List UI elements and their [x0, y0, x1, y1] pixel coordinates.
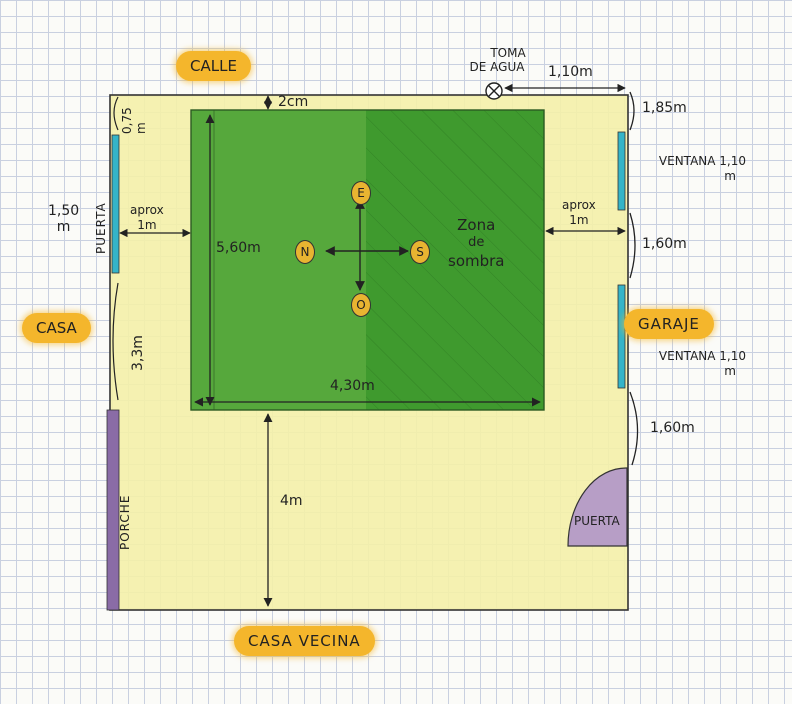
ventana-1-line2: m: [724, 169, 736, 183]
toma-line1: TOMA: [490, 46, 526, 60]
left-door-value: 1,50: [48, 203, 80, 219]
measure-right-3: 1,60m: [650, 420, 695, 436]
ventana-1-line1: VENTANA 1,10: [658, 154, 746, 168]
toma-line2: DE AGUA: [469, 60, 525, 74]
measure-bottom-gap: 4m: [280, 493, 303, 509]
compass-o: O: [351, 293, 371, 317]
compass-s: S: [410, 240, 430, 264]
compass-n: N: [295, 240, 315, 264]
label-garaje: GARAJE: [624, 309, 714, 339]
compass-e: E: [351, 181, 371, 205]
ventana-2-line2: m: [724, 364, 736, 378]
measure-right-1: 1,85m: [642, 100, 687, 116]
left-door-unit: m: [56, 219, 71, 235]
measure-left-door: 1,50 m: [48, 203, 79, 235]
label-ventana-2: VENTANA 1,10 m: [630, 349, 746, 379]
label-zona-sombra: Zona de sombra: [448, 216, 504, 270]
measure-lawn-height: 5,60m: [216, 240, 261, 256]
label-puerta-left: PUERTA: [94, 202, 108, 254]
window-1-wall: [617, 131, 626, 211]
aprox-right-1: aprox: [562, 198, 596, 212]
porch-wall: [106, 409, 120, 611]
measure-left-lower: 3,3m: [130, 335, 146, 371]
left-door-wall: [111, 134, 120, 274]
label-casa-vecina: CASA VECINA: [234, 626, 375, 656]
label-toma-agua: TOMA DE AGUA: [470, 46, 538, 74]
yard-outline: [109, 94, 629, 611]
measure-right-2: 1,60m: [642, 236, 687, 252]
aprox-left-1: aprox: [130, 203, 164, 217]
zona-line2: de: [468, 235, 485, 250]
label-porche: PORCHE: [118, 494, 132, 550]
aprox-left-2: 1m: [137, 218, 157, 232]
window-2-wall: [617, 284, 626, 389]
measure-left-top: 0,75 m: [120, 107, 148, 134]
label-ventana-1: VENTANA 1,10 m: [630, 154, 746, 184]
ventana-2-line1: VENTANA 1,10: [658, 349, 746, 363]
label-puerta-right: PUERTA: [574, 514, 620, 528]
measure-top-gap: 2cm: [278, 94, 309, 110]
zona-line3: sombra: [448, 252, 505, 270]
label-calle: CALLE: [176, 51, 251, 81]
aprox-right-2: 1m: [569, 213, 589, 227]
measure-toma-offset: 1,10m: [548, 64, 593, 80]
label-casa: CASA: [22, 313, 91, 343]
right-door-arc: [567, 467, 628, 547]
measure-aprox-right: aprox 1m: [562, 198, 596, 228]
zona-line1: Zona: [457, 216, 496, 234]
measure-aprox-left: aprox 1m: [130, 203, 164, 233]
measure-lawn-width: 4,30m: [330, 378, 375, 394]
